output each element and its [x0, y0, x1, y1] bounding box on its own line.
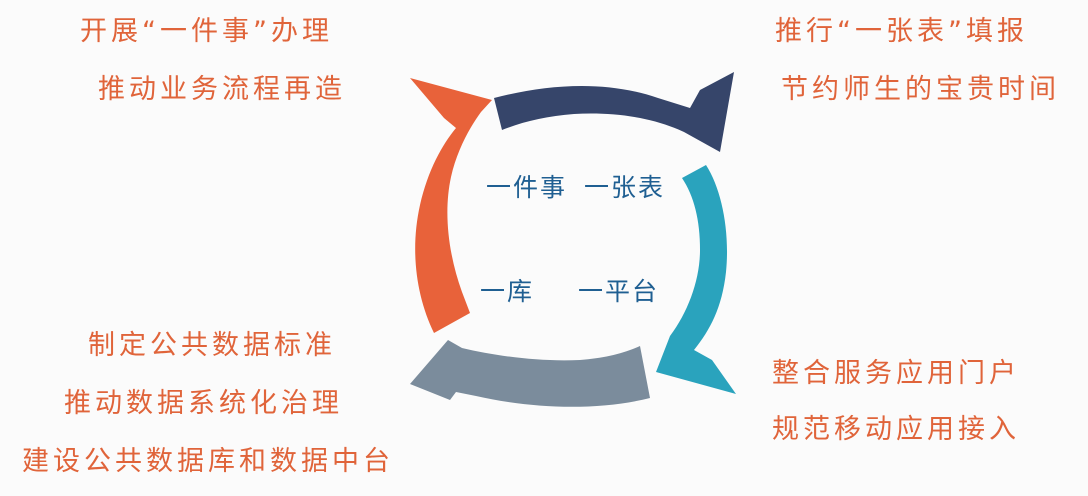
caption-line: 建设公共数据库和数据中台 — [22, 446, 394, 477]
arrow-top-left — [410, 78, 492, 333]
caption-line: 规范移动应用接入 — [772, 414, 1020, 445]
caption-line: 推动数据系统化治理 — [64, 388, 343, 419]
caption-line: 节约师生的宝贵时间 — [781, 74, 1060, 105]
caption-line: 整合服务应用门户 — [772, 358, 1020, 389]
caption-top-right: 推行“一张表”填报 节约师生的宝贵时间 — [775, 14, 1060, 108]
caption-line: 推动业务流程再造 — [98, 74, 346, 105]
arrow-top-right — [494, 72, 734, 152]
caption-bottom-left: 制定公共数据标准 推动数据系统化治理 建设公共数据库和数据中台 — [22, 328, 394, 480]
arrow-bottom-left — [410, 340, 650, 407]
caption-bottom-right: 整合服务应用门户 规范移动应用接入 — [772, 356, 1020, 448]
caption-line: 推行“一张表”填报 — [775, 16, 1028, 47]
center-item-2: 一张表 — [584, 173, 665, 202]
center-item-4: 一平台 — [578, 277, 659, 306]
center-item-1: 一件事 — [486, 173, 567, 202]
caption-line: 制定公共数据标准 — [88, 330, 336, 361]
center-item-3: 一库 — [480, 277, 534, 306]
caption-top-left: 开展“一件事”办理 推动业务流程再造 — [80, 14, 346, 108]
arrow-bottom-right — [656, 165, 736, 394]
caption-line: 开展“一件事”办理 — [80, 16, 333, 47]
